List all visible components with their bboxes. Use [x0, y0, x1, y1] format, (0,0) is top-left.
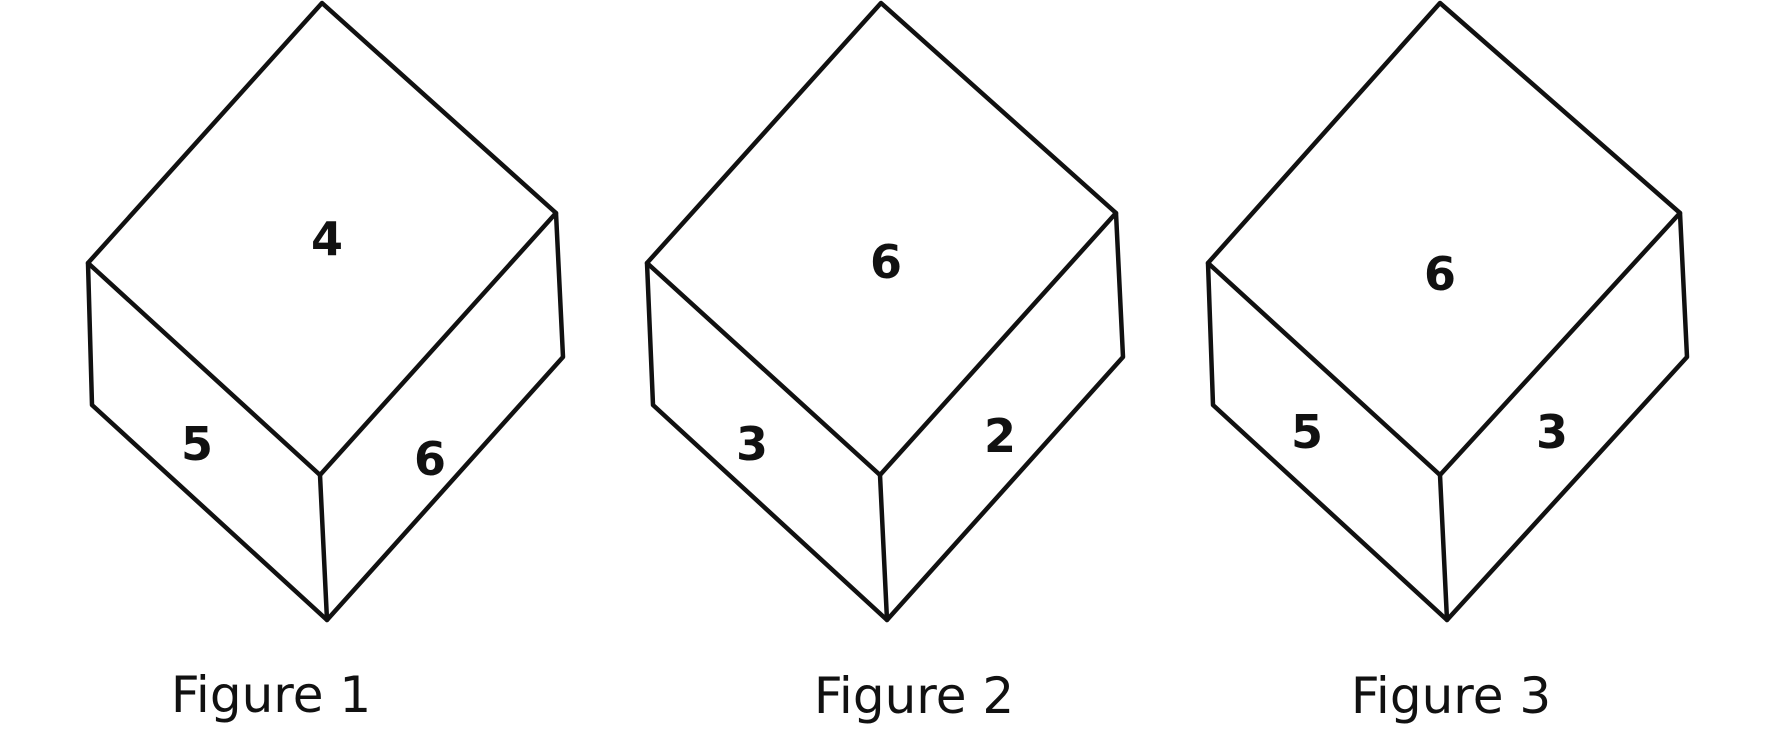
cube-vertical-edge: [1437, 472, 1450, 623]
cube-vertical-edge: [317, 472, 330, 623]
figure-caption: Figure 1: [171, 666, 371, 724]
right-face-number: 6: [414, 432, 446, 486]
top-face-number: 6: [1424, 247, 1456, 301]
top-face-number: 6: [870, 235, 902, 289]
left-face-number: 3: [736, 417, 768, 471]
cube-outline: [644, 0, 1126, 623]
left-face-number: 5: [1291, 405, 1323, 459]
cube-figure-2: 6 3 2 Figure 2: [644, 0, 1126, 725]
cube-figure-3: 6 5 3 Figure 3: [1205, 0, 1690, 725]
figure-caption: Figure 2: [814, 667, 1014, 725]
cube-outline: [1205, 0, 1690, 623]
right-face-number: 3: [1536, 405, 1568, 459]
cube-outline: [85, 0, 566, 623]
top-face-number: 4: [311, 212, 343, 266]
cube-figure-1: 4 5 6 Figure 1: [85, 0, 566, 724]
cube-vertical-edge: [877, 472, 890, 623]
left-face-number: 5: [181, 417, 213, 471]
right-face-number: 2: [984, 409, 1016, 463]
figure-caption: Figure 3: [1351, 667, 1551, 725]
